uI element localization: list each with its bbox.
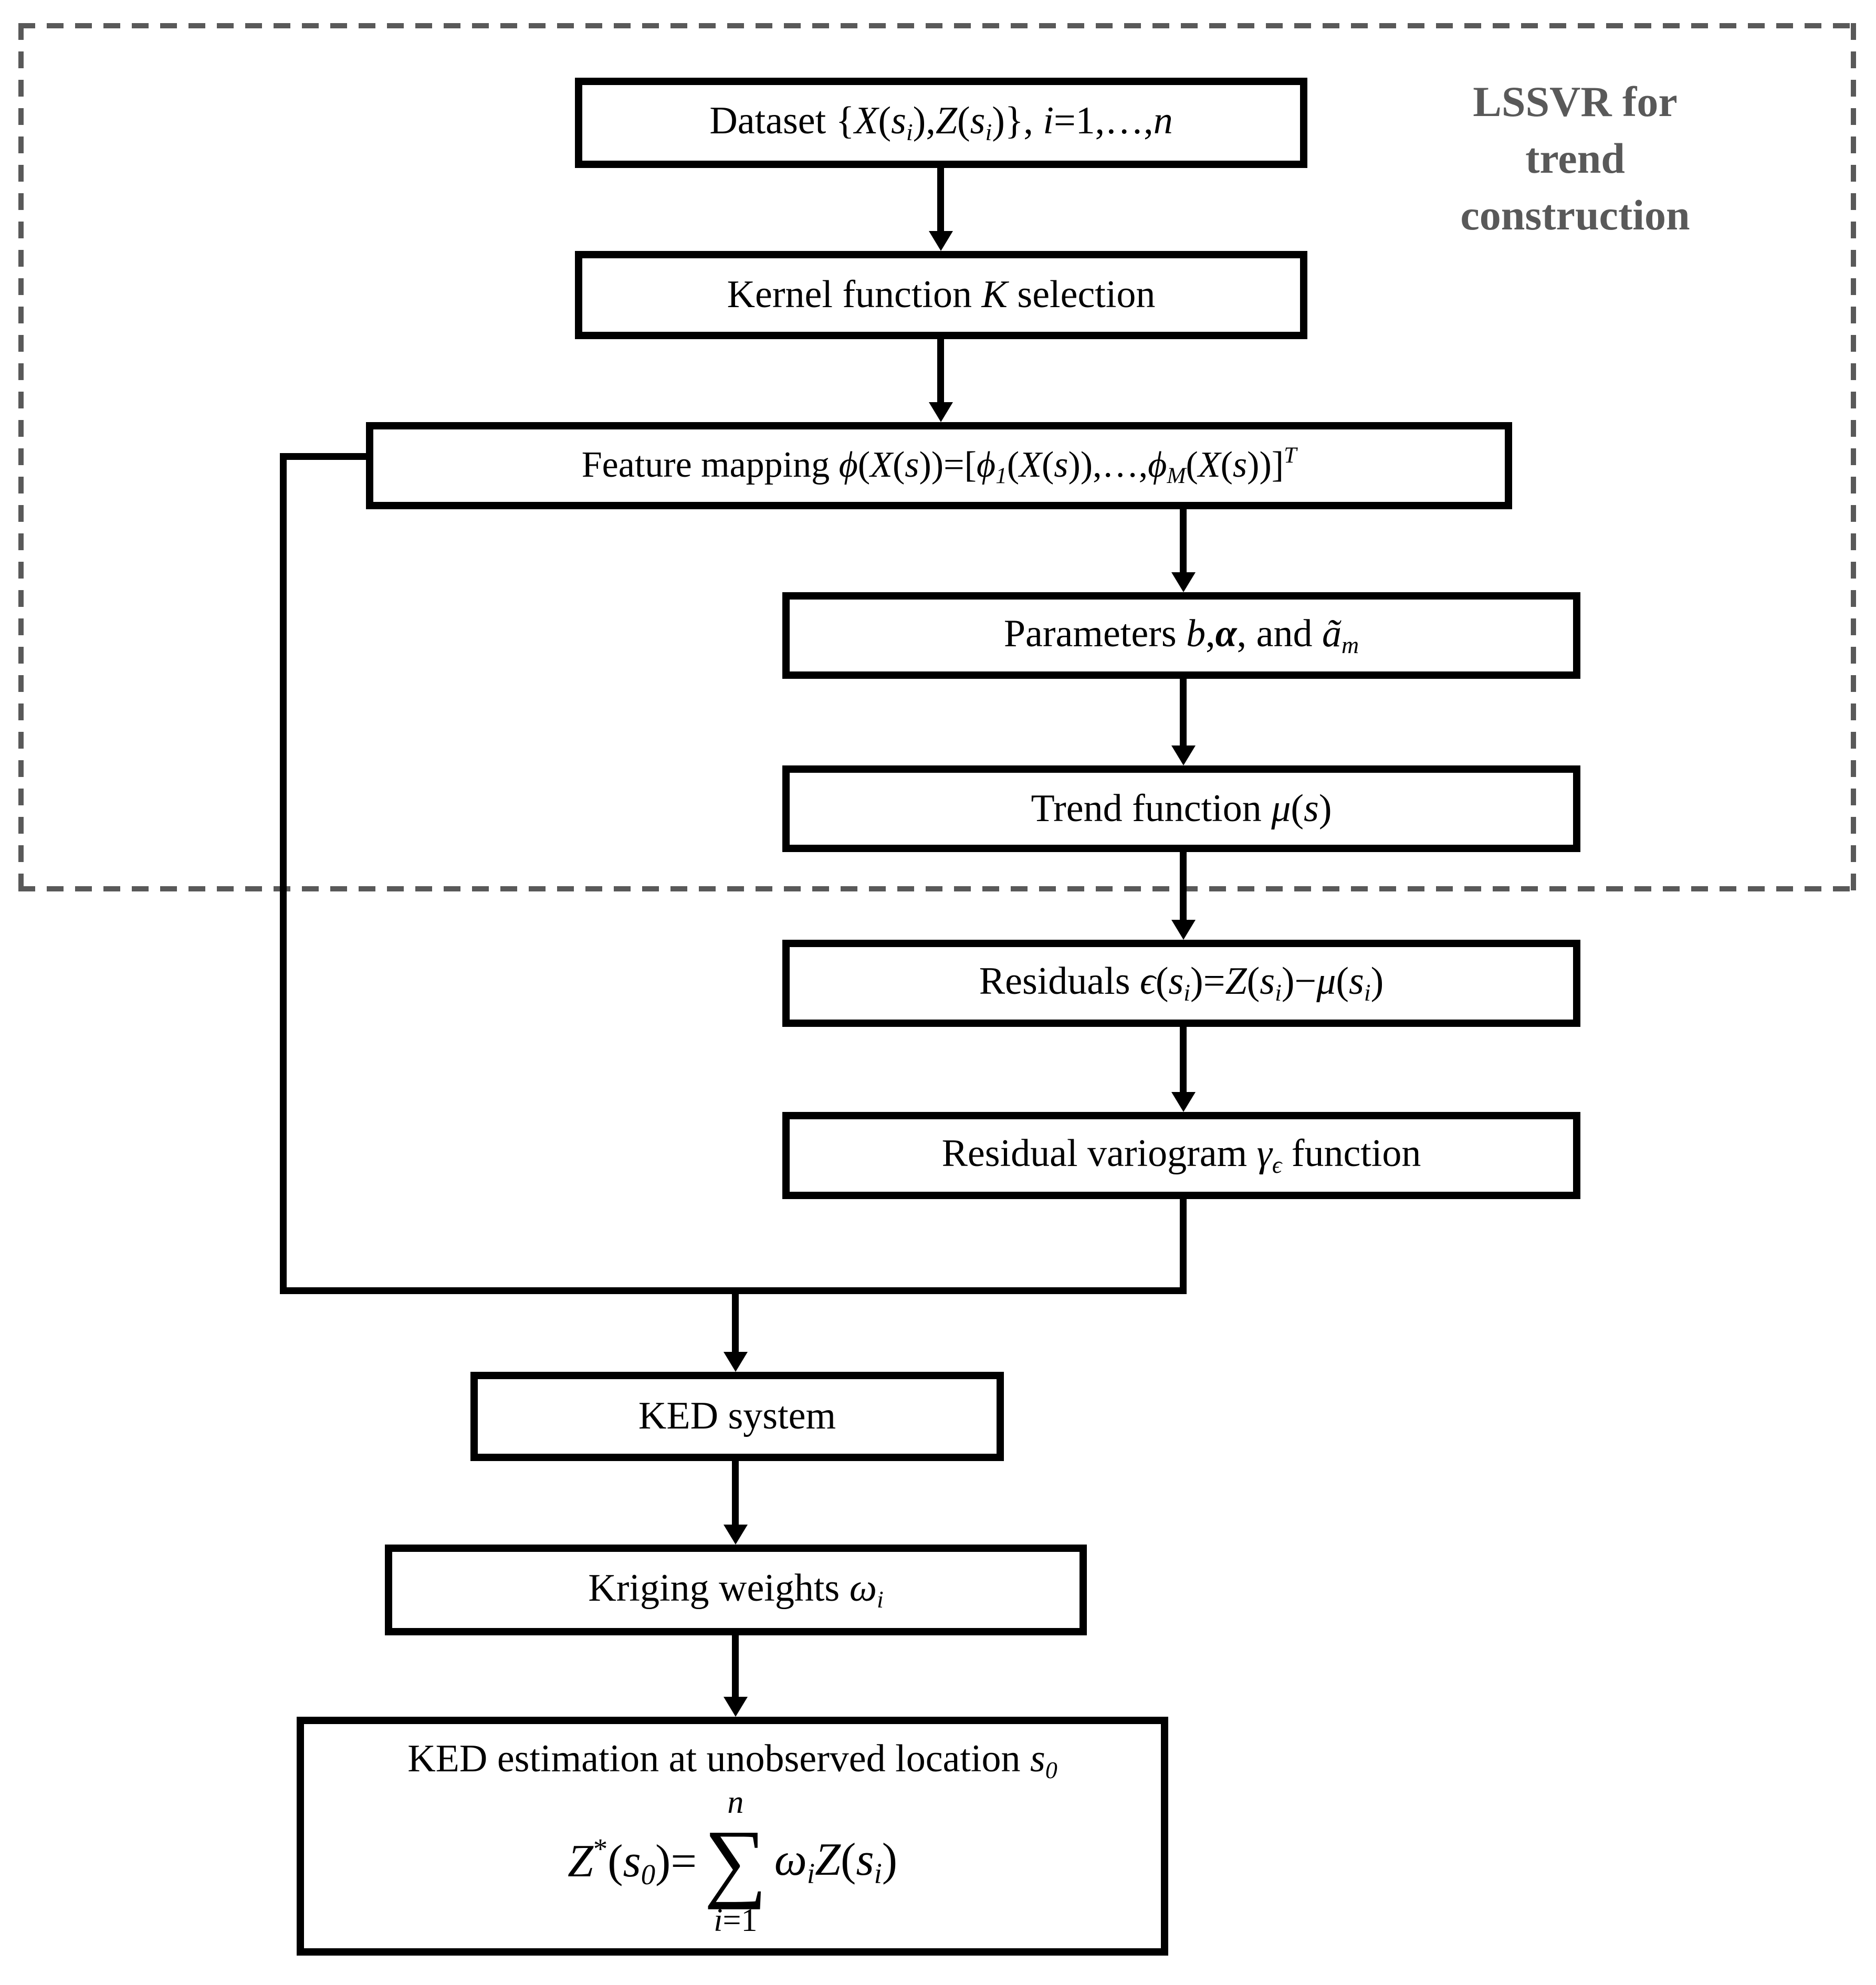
box-trend-function: Trend function μ(s): [782, 765, 1580, 852]
ked-estimation-formula: Z*(s0)= n ∑ i=1 ωiZ(si): [568, 1786, 897, 1938]
group-label-line2: trend construction: [1460, 134, 1690, 239]
summation-upper-limit: n: [727, 1784, 744, 1821]
ked-estimation-title: KED estimation at unobserved location s0: [407, 1737, 1057, 1783]
box-kernel-selection: Kernel function K selection: [575, 251, 1307, 339]
arrow-kernel-to-feature-stem: [937, 339, 944, 403]
dashed-group-border-bottom: [18, 886, 1856, 891]
box-residuals-label: Residuals ϵ(si)=Z(si)−μ(si): [979, 960, 1384, 1006]
arrow-parameters-to-trend-stem: [1180, 678, 1187, 748]
arrow-residuals-to-variogram-stem: [1180, 1026, 1187, 1094]
group-label-line1: LSSVR for: [1473, 78, 1678, 125]
connector-left-vertical: [280, 453, 287, 1294]
arrow-feature-to-parameters-head: [1171, 572, 1196, 592]
box-feature-mapping: Feature mapping ϕ(X(s))=[ϕ1(X(s)),…,ϕM(X…: [366, 422, 1512, 509]
dashed-group-border-top: [18, 23, 1856, 28]
summation-sigma-symbol: ∑: [704, 1812, 767, 1910]
box-ked-system-label: KED system: [638, 1394, 836, 1438]
arrow-weights-to-estimation-stem: [732, 1635, 739, 1699]
box-ked-system: KED system: [470, 1372, 1004, 1461]
arrow-dataset-to-kernel-head: [929, 231, 953, 251]
arrow-ked-to-weights-stem: [732, 1461, 739, 1527]
dashed-group-border-right: [1851, 23, 1856, 891]
box-ked-estimation: KED estimation at unobserved location s0…: [297, 1717, 1168, 1956]
arrow-dataset-to-kernel-stem: [937, 167, 944, 233]
box-trend-function-label: Trend function μ(s): [1031, 786, 1332, 830]
arrow-ked-to-weights-head: [724, 1525, 748, 1545]
box-kernel-selection-label: Kernel function K selection: [727, 273, 1156, 317]
box-dataset-label: Dataset {X(si),Z(si)}, i=1,…,n: [709, 99, 1173, 146]
arrow-residuals-to-variogram-head: [1171, 1092, 1196, 1112]
box-feature-mapping-label: Feature mapping ϕ(X(s))=[ϕ1(X(s)),…,ϕM(X…: [581, 442, 1297, 488]
dashed-group-border-left: [18, 23, 24, 891]
box-residual-variogram-label: Residual variogram γϵ function: [941, 1132, 1421, 1179]
arrow-feature-to-parameters-stem: [1180, 508, 1187, 574]
summation-lower-limit: i=1: [714, 1902, 758, 1938]
arrow-weights-to-estimation-head: [724, 1697, 748, 1717]
box-dataset: Dataset {X(si),Z(si)}, i=1,…,n: [575, 78, 1307, 168]
box-parameters: Parameters b,α, and ãm: [782, 592, 1580, 679]
arrow-loop-to-ked-stem: [732, 1289, 739, 1354]
summation: n ∑ i=1: [704, 1786, 767, 1938]
arrow-trend-to-residuals-stem: [1180, 852, 1187, 922]
formula-left: Z*(s0)=: [567, 1832, 697, 1891]
connector-feature-stub: [280, 453, 373, 460]
box-residual-variogram: Residual variogram γϵ function: [782, 1112, 1580, 1199]
connector-variogram-drop: [1180, 1199, 1187, 1294]
formula-right: ωiZ(si): [774, 1834, 898, 1889]
arrow-loop-to-ked-head: [724, 1352, 748, 1372]
arrow-trend-to-residuals-head: [1171, 920, 1196, 940]
arrow-parameters-to-trend-head: [1171, 745, 1196, 765]
box-parameters-label: Parameters b,α, and ãm: [1003, 612, 1359, 658]
arrow-kernel-to-feature-head: [929, 402, 953, 422]
box-kriging-weights-label: Kriging weights ωi: [588, 1566, 884, 1613]
box-kriging-weights: Kriging weights ωi: [385, 1545, 1087, 1635]
box-residuals: Residuals ϵ(si)=Z(si)−μ(si): [782, 940, 1580, 1027]
group-label-lssvr: LSSVR for trend construction: [1407, 73, 1743, 244]
